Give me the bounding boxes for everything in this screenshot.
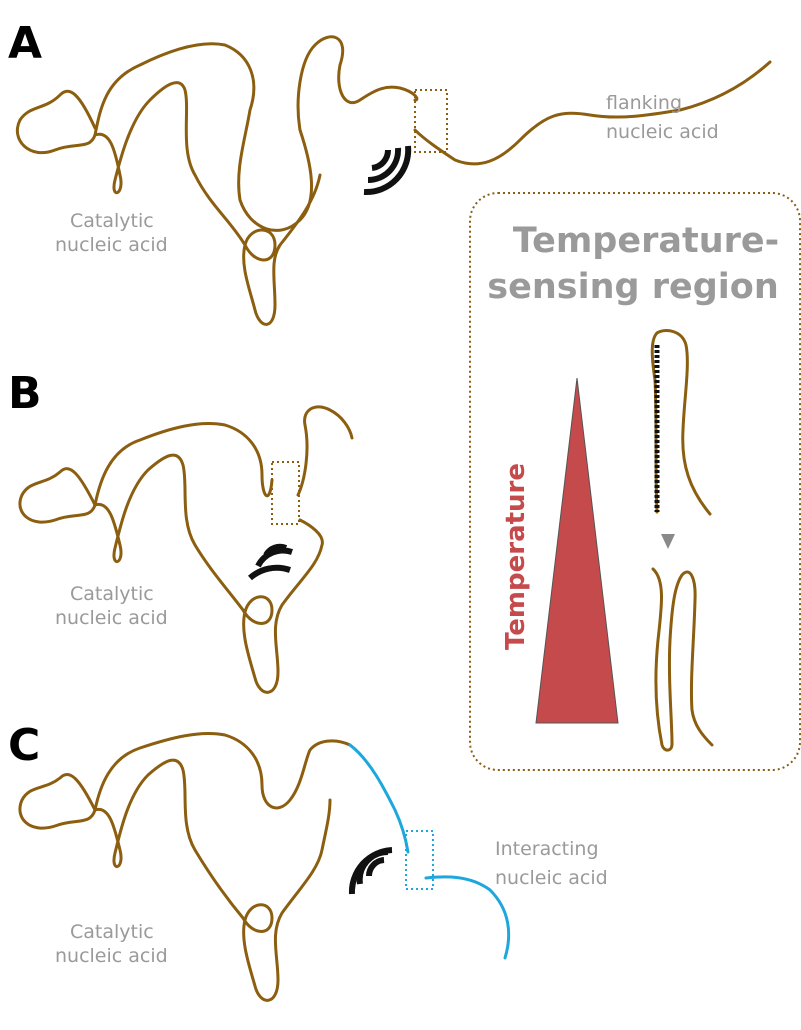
inset-title-line-2: sensing region: [487, 267, 778, 307]
panel-b-sensing-box: [272, 462, 299, 524]
panel-c-letter: C: [8, 720, 40, 771]
panel-c: C Catalytic nucleic acid Interacting nuc…: [8, 720, 608, 1000]
panel-a-signal-icon: [364, 146, 408, 192]
panel-b-signal-icon: [250, 547, 292, 578]
panel-a-catalytic-label-1: Catalytic: [70, 210, 154, 232]
panel-c-catalytic-label-1: Catalytic: [70, 921, 154, 943]
panel-b: B Catalytic nucleic acid: [8, 368, 352, 692]
panel-c-interacting-label-2: nucleic acid: [495, 867, 608, 889]
panel-a-catalytic-label-2: nucleic acid: [55, 234, 168, 256]
panel-a-flanking-label-1: flanking: [606, 92, 682, 114]
panel-c-sensing-box: [406, 831, 433, 889]
panel-a-loop-strand: [95, 83, 320, 325]
panel-b-catalytic-label-1: Catalytic: [70, 583, 154, 605]
temperature-sensing-inset: Temperature- sensing region Temperature: [470, 193, 800, 770]
temperature-axis-label: Temperature: [501, 463, 531, 650]
hybridized-duplex: [652, 331, 710, 514]
panel-c-signal-icon: [352, 850, 392, 894]
melting-arrow: [661, 534, 675, 549]
panel-b-catalytic-label-2: nucleic acid: [55, 607, 168, 629]
inset-title-line-1: Temperature-: [513, 221, 779, 261]
panel-a-flanking-label-2: nucleic acid: [606, 121, 719, 143]
panel-a-letter: A: [8, 18, 42, 69]
panel-c-interacting-strand: [350, 745, 509, 958]
panel-b-loop-strand: [95, 455, 322, 692]
melted-strands: [653, 569, 712, 750]
panel-c-catalytic-label-2: nucleic acid: [55, 945, 168, 967]
panel-c-interacting-label-1: Interacting: [495, 838, 599, 860]
panel-b-letter: B: [8, 368, 42, 419]
temperature-gradient-triangle: [536, 378, 618, 723]
